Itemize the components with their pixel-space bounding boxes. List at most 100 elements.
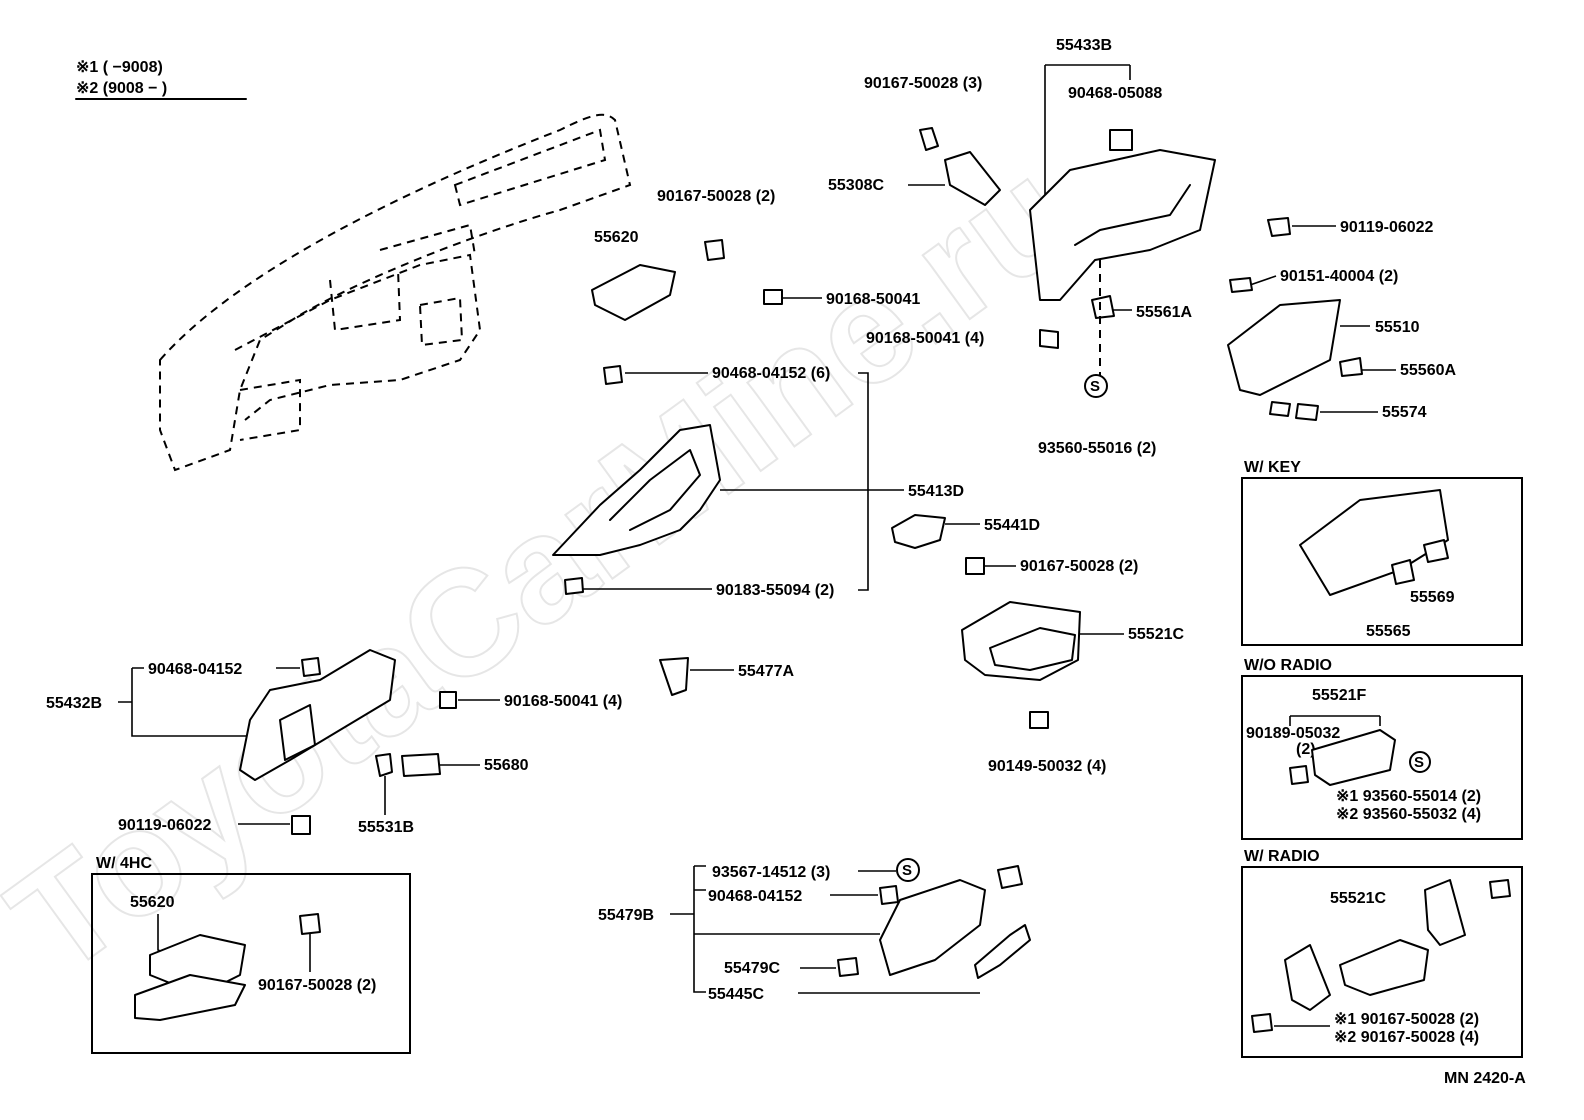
label-90167-50028-r2: ※2 90167-50028 (4) [1334, 1029, 1479, 1046]
label-93560-55014: ※1 93560-55014 (2) [1336, 788, 1481, 805]
section-no-radio-title: W/O RADIO [1244, 657, 1332, 674]
section-4hc-title: W/ 4HC [96, 855, 152, 872]
legend: ※1 ( −9008) ※2 (9008 − ) [75, 59, 247, 100]
label-55560A: 55560A [1400, 362, 1456, 379]
label-55479C: 55479C [724, 960, 780, 977]
label-55441D: 55441D [984, 517, 1040, 534]
label-90167-50028-r1: ※1 90167-50028 (2) [1334, 1011, 1479, 1028]
radio-housing-icon [1339, 939, 1429, 996]
label-90468-05088: 90468-05088 [1068, 85, 1162, 102]
screw-s-icon [896, 858, 920, 882]
bracket-icon [891, 514, 946, 549]
section-with-4hc: W/ 4HC 55620 90167-50028 (2) [91, 855, 411, 1054]
label-90167-50028-2-top: 90167-50028 (2) [657, 188, 775, 205]
group-55479B: 93567-14512 (3) S 90468-04152 55479B 554… [598, 858, 1031, 1003]
label-55569: 55569 [1410, 589, 1455, 606]
clip-icon [301, 657, 321, 677]
label-90119-06022-left: 90119-06022 [118, 817, 212, 834]
section-no-radio-frame [1241, 675, 1523, 840]
screw-icon [997, 865, 1023, 889]
group-55620: 90167-50028 (2) 55620 90168-50041 [591, 188, 920, 321]
switch-icon [401, 753, 441, 777]
label-55477A: 55477A [738, 663, 794, 680]
pin-icon [1295, 403, 1319, 421]
clip-icon [564, 577, 584, 595]
fastener-icon [837, 957, 859, 977]
legend-line-1: ※1 ( −9008) [76, 59, 163, 76]
screw-icon [1039, 329, 1059, 349]
panel-bracket-icon [552, 424, 721, 556]
label-90168-50041-a: 90168-50041 [826, 291, 920, 308]
clip-icon [879, 885, 899, 905]
label-55413D: 55413D [908, 483, 964, 500]
pin-icon [1269, 401, 1291, 417]
instrument-panel-outline [159, 113, 632, 472]
label-55565: 55565 [1366, 623, 1411, 640]
s-mark: S [1414, 754, 1424, 771]
clip-icon [1109, 129, 1133, 151]
group-glovebox: 55433B 90468-05088 90167-50028 (3) 55308… [828, 37, 1456, 457]
key-cylinder-icon [1391, 559, 1415, 585]
diagram-code: MN 2420-A [1444, 1070, 1526, 1087]
pocket-icon [1311, 729, 1396, 786]
section-key-frame [1241, 477, 1523, 646]
section-without-radio: W/O RADIO 55521F 90189-05032 (2) S ※1 93… [1241, 657, 1523, 840]
trim-icon [974, 924, 1031, 979]
screw-icon [1489, 879, 1511, 899]
label-90468-04152-6: 90468-04152 (6) [712, 365, 830, 382]
latch-icon [1423, 539, 1449, 563]
screw-icon [299, 913, 321, 935]
label-55574: 55574 [1382, 404, 1427, 421]
label-90189-qty: (2) [1296, 741, 1316, 758]
label-55433B: 55433B [1056, 37, 1112, 54]
screw-icon [291, 815, 311, 835]
section-with-radio: W/ RADIO 55521C ※1 90167-50028 (2) ※2 90… [1241, 848, 1523, 1058]
screw-icon [704, 239, 725, 261]
screw-icon [965, 557, 985, 575]
label-55531B: 55531B [358, 819, 414, 836]
screw-icon [1251, 1013, 1273, 1033]
console-cover-icon [879, 879, 986, 976]
label-90151-40004: 90151-40004 (2) [1280, 268, 1398, 285]
section-radio-title: W/ RADIO [1244, 848, 1320, 865]
label-90149-50032: 90149-50032 (4) [988, 758, 1106, 775]
clip-part-icon [591, 264, 676, 321]
clip-icon [1289, 765, 1309, 785]
radio-housing-icon [961, 601, 1081, 681]
label-55432B: 55432B [46, 695, 102, 712]
s-mark: S [1090, 378, 1100, 395]
label-90189-05032: 90189-05032 [1246, 725, 1340, 742]
s-mark: S [902, 862, 912, 879]
section-radio-frame [1241, 866, 1523, 1058]
label-90168-50041-4-top: 90168-50041 (4) [866, 330, 984, 347]
group-55432B: 90468-04152 55432B 90168-50041 (4) 55680… [46, 649, 622, 836]
screw-icon [439, 691, 457, 709]
section-4hc-frame [91, 873, 411, 1054]
screw-icon [1267, 217, 1291, 237]
latch-icon [1091, 295, 1115, 319]
label-55521F: 55521F [1312, 687, 1366, 704]
label-93560-55016: 93560-55016 (2) [1038, 440, 1156, 457]
label-55308C: 55308C [828, 177, 884, 194]
label-90468-04152-left: 90468-04152 [148, 661, 242, 678]
glovebox-door-icon [1299, 489, 1449, 596]
label-55561A: 55561A [1136, 304, 1192, 321]
label-55510: 55510 [1375, 319, 1420, 336]
label-55445C: 55445C [708, 986, 764, 1003]
label-93567-14512: 93567-14512 (3) [712, 864, 830, 881]
label-90167-50028-2-mid: 90167-50028 (2) [1020, 558, 1138, 575]
label-93560-55032: ※2 93560-55032 (4) [1336, 806, 1481, 823]
label-55680: 55680 [484, 757, 529, 774]
label-55521C-mid: 55521C [1128, 626, 1184, 643]
screw-icon [1029, 711, 1049, 729]
glovebox-door-icon [1227, 299, 1341, 396]
bracket-icon [134, 974, 246, 1021]
bolt-icon [919, 127, 939, 151]
label-55620-4hc: 55620 [130, 894, 175, 911]
label-55479B: 55479B [598, 907, 654, 924]
legend-line-2: ※2 (9008 − ) [76, 80, 167, 97]
bracket-icon [1424, 879, 1466, 946]
screw-icon [1229, 277, 1253, 293]
